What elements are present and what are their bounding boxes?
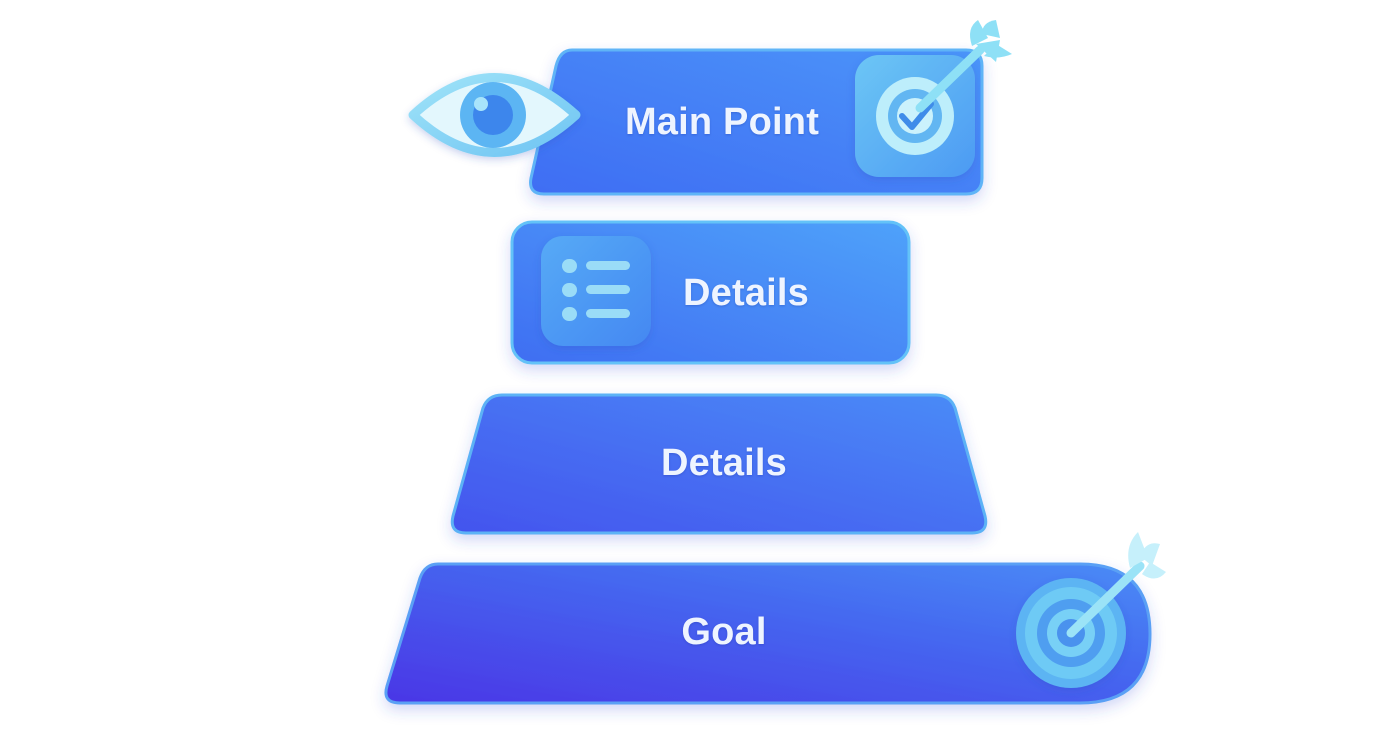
tier-goal xyxy=(384,562,1152,705)
tier-label-details-1: Details xyxy=(682,272,810,314)
eye-icon xyxy=(408,73,581,157)
tier-label-goal: Goal xyxy=(681,611,767,653)
tier-label-main-point: Main Point xyxy=(624,101,820,143)
tier-label-details-2: Details xyxy=(660,442,788,484)
target-check-arrow-icon xyxy=(855,20,1012,177)
target-arrow-icon xyxy=(1016,532,1166,688)
list-icon xyxy=(541,236,651,346)
tier-details-2 xyxy=(450,393,988,535)
